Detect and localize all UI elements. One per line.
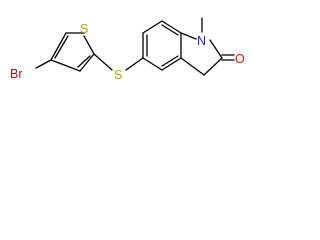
atom-label-o: O <box>235 52 245 66</box>
bond <box>83 35 95 55</box>
bond <box>50 59 81 72</box>
atom-label-s-linker: S <box>114 68 122 82</box>
bond <box>93 53 113 71</box>
bond <box>50 32 67 61</box>
bond <box>125 57 144 71</box>
bond <box>54 35 69 59</box>
bond <box>209 39 223 59</box>
bond <box>161 57 182 71</box>
bond <box>142 20 163 34</box>
atom-label-br: Br <box>10 67 23 81</box>
bond <box>180 32 197 40</box>
atom-label-n: N <box>197 34 206 48</box>
bond <box>79 53 95 72</box>
bond <box>161 24 179 36</box>
bond <box>35 59 52 69</box>
bond <box>161 20 182 34</box>
bond <box>142 57 163 71</box>
chemical-structure: Br S S N O <box>10 17 245 82</box>
bond <box>77 55 91 68</box>
bonds <box>35 17 235 76</box>
bond <box>203 57 223 76</box>
atom-labels: Br S S N O <box>10 22 245 82</box>
bond <box>180 57 205 76</box>
bond <box>161 55 179 67</box>
atom-label-s-thiophene: S <box>80 22 88 36</box>
